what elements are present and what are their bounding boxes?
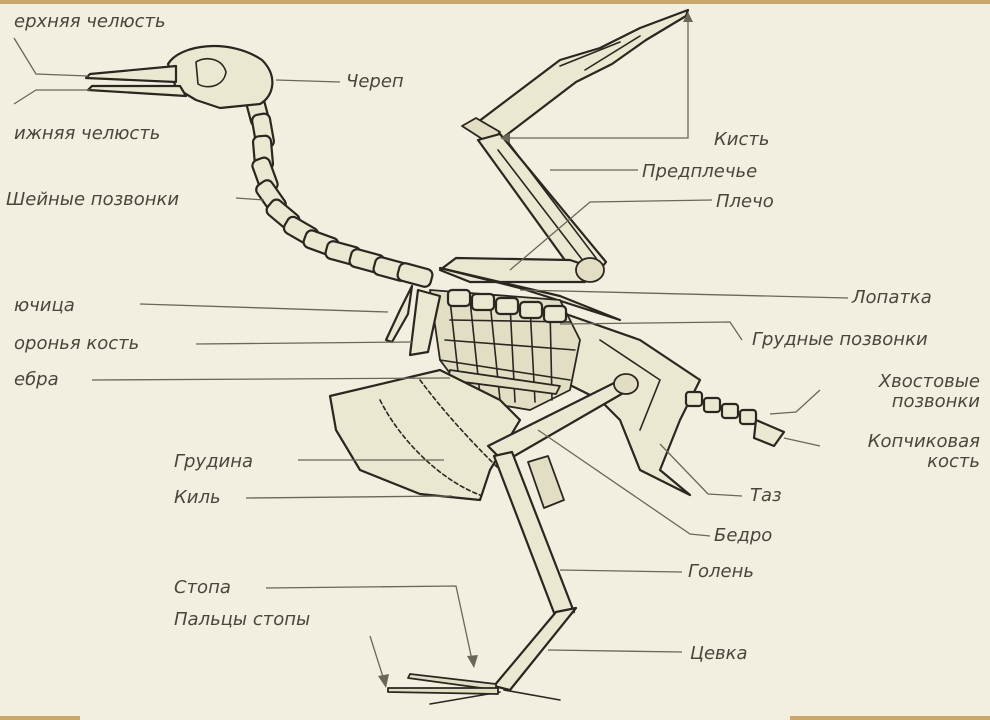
tail-vertebrae-bones	[686, 392, 756, 424]
label-coracoid: оронья кость	[14, 334, 139, 354]
label-femur: Бедро	[714, 526, 772, 546]
top-frame-bar	[0, 0, 990, 4]
skull-bones	[86, 46, 272, 108]
label-foot: Стопа	[174, 578, 231, 598]
bottom-frame-left	[0, 716, 80, 720]
tarsus-bone	[494, 608, 576, 690]
label-lower-jaw: ижняя челюсть	[14, 124, 160, 144]
label-upper-jaw: ерхняя челюсть	[14, 12, 166, 32]
label-hand: Кисть	[714, 130, 769, 150]
label-forearm: Предплечье	[642, 162, 757, 182]
label-sternum: Грудина	[174, 452, 253, 472]
neck-vertebrae-bones	[244, 90, 434, 288]
label-keel: Киль	[174, 488, 221, 508]
upper-jaw-bone	[86, 66, 176, 82]
label-pelvis: Таз	[750, 486, 782, 506]
label-pygostyle-line2: кость	[820, 452, 980, 472]
bottom-frame-right	[790, 716, 990, 720]
label-tail-vertebrae-line2: позвонки	[820, 392, 980, 412]
skull-bone	[168, 46, 272, 108]
toe-bones	[388, 674, 560, 704]
label-rib: ебра	[14, 370, 59, 390]
hand-bone	[470, 10, 688, 140]
label-thoracic-vertebrae: Грудные позвонки	[752, 330, 928, 350]
torso-bones	[330, 268, 784, 500]
clavicle-bone	[386, 286, 412, 342]
lower-jaw-bone	[88, 86, 186, 96]
label-humerus: Плечо	[716, 192, 774, 212]
label-scapula: Лопатка	[852, 288, 932, 308]
label-neck-vertebrae: Шейные позвонки	[6, 190, 179, 210]
pygostyle-bone	[754, 420, 784, 446]
label-skull: Череп	[346, 72, 404, 92]
wing-bones	[440, 10, 688, 282]
label-shin: Голень	[688, 562, 754, 582]
label-tail-vertebrae-line1: Хвостовые	[820, 372, 980, 392]
label-toes: Пальцы стопы	[174, 610, 310, 630]
label-clavicle: ючица	[14, 296, 75, 316]
label-pygostyle-line1: Копчиковая	[820, 432, 980, 452]
label-tarsus: Цевка	[690, 644, 748, 664]
